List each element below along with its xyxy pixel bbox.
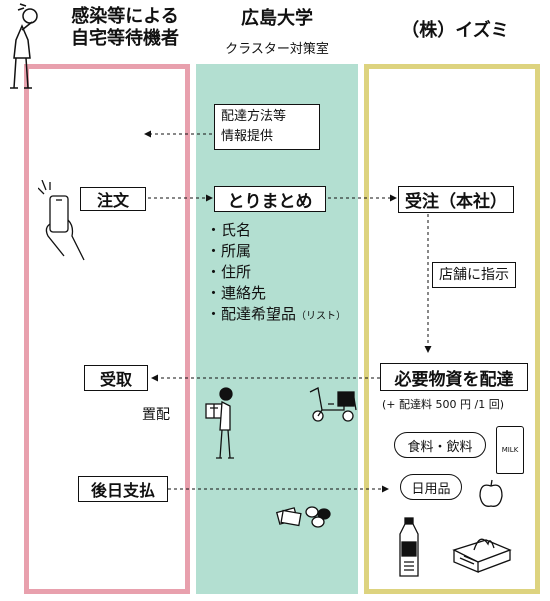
panel-quarantined-residents [24, 64, 190, 594]
milk-carton-icon: MILK [496, 426, 524, 474]
store-instruction-box: 店舗に指示 [432, 262, 516, 288]
money-icon [276, 506, 331, 528]
food-drink-oval: 食料・飲料 [394, 432, 486, 458]
milk-label: MILK [501, 446, 519, 454]
item-address: ・住所 [206, 263, 252, 281]
deliver-goods-box: 必要物資を配達 [380, 363, 528, 391]
mid-column-subtitle: クラスター対策室 [225, 42, 329, 57]
panel-hiroshima-university [196, 64, 358, 594]
order-box: 注文 [80, 187, 146, 211]
item-contact: ・連絡先 [206, 284, 267, 302]
order-accept-box: 受注（本社） [398, 186, 514, 213]
mid-column-title: 広島大学 [241, 8, 313, 29]
water-bottle-icon [399, 517, 419, 577]
delivery-info-box: 配達方法等 情報提供 [214, 104, 320, 150]
receive-box: 受取 [84, 365, 148, 391]
drop-off-label: 置配 [142, 407, 170, 423]
apple-icon [479, 479, 503, 507]
payment-box: 後日支払 [78, 476, 168, 502]
collect-box: とりまとめ [214, 186, 326, 212]
delivery-scooter-icon [309, 387, 357, 422]
left-column-title: 感染等による 自宅等待機者 [71, 6, 179, 49]
item-requested-goods: ・配達希望品（リスト） [206, 305, 347, 323]
smartphone-icon [38, 180, 85, 261]
item-name: ・氏名 [206, 221, 252, 239]
panel-izumi [364, 64, 540, 594]
right-column-title: （株）イズミ [401, 20, 509, 41]
delivery-person-icon [205, 387, 234, 459]
item-affiliation: ・所属 [206, 242, 252, 260]
daily-goods-oval: 日用品 [400, 474, 462, 500]
delivery-fee-note: (+ 配達料 500 円 /1 回) [382, 398, 504, 411]
tissue-box-icon [452, 538, 512, 573]
collected-items-list: ・氏名 ・所属 ・住所 ・連絡先 ・配達希望品（リスト） [206, 220, 346, 327]
item-list-note: （リスト） [296, 311, 347, 322]
person-on-phone-icon [10, 3, 38, 89]
